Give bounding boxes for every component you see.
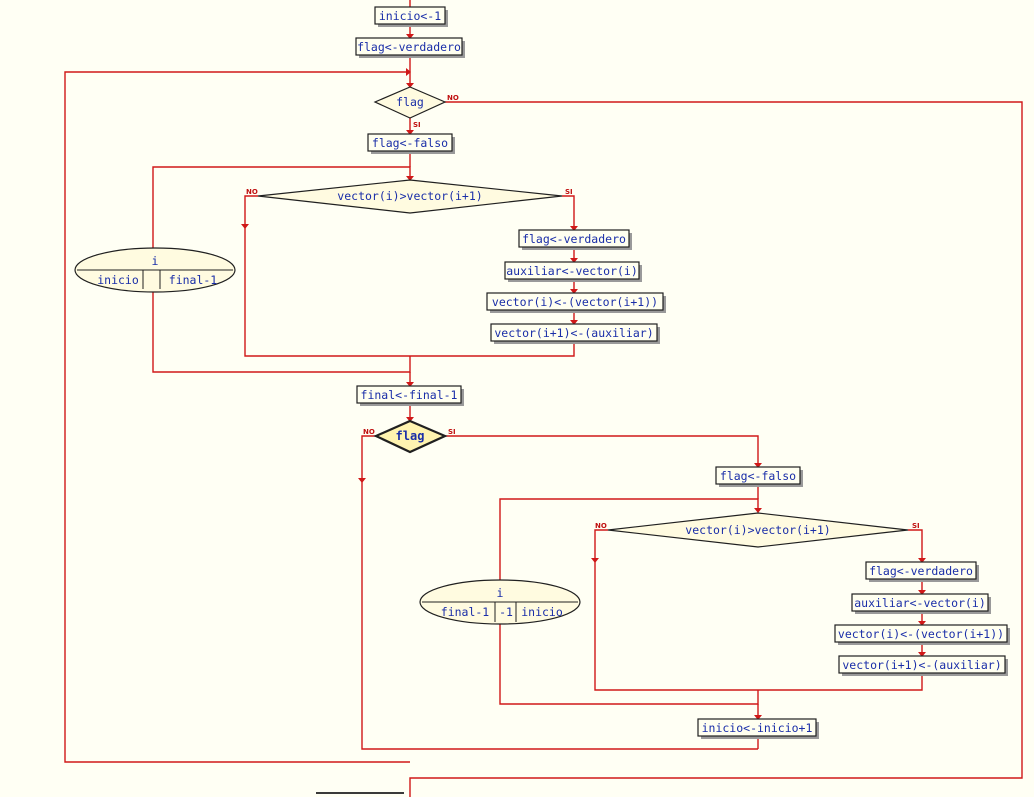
- node-inicio-assign[interactable]: inicio<-1: [374, 6, 448, 27]
- node-final-decrement[interactable]: final<-final-1: [356, 385, 464, 406]
- flow-si-chain2: [758, 579, 923, 691]
- label-si: SI: [565, 188, 573, 196]
- loop-to: inicio: [521, 605, 563, 619]
- arrow-21: [406, 68, 411, 76]
- flow-lines: [64, 0, 1023, 797]
- decision-text: vector(i)>vector(i+1): [685, 523, 830, 537]
- arrow-19: [754, 715, 762, 720]
- loop-from: final-1: [441, 605, 490, 619]
- node-vector-swap-2[interactable]: vector(i+1)<-(auxiliar): [490, 323, 660, 344]
- flow-flag2-si: [445, 435, 759, 467]
- arrowheads: [241, 34, 926, 720]
- node-text: inicio<-inicio+1: [702, 721, 813, 735]
- decision-flag-inner[interactable]: flag: [373, 419, 448, 454]
- arrow-14: [918, 558, 926, 563]
- arrow-16: [918, 621, 926, 626]
- node-flag-falso-2[interactable]: flag<-falso: [715, 466, 803, 487]
- decision-text: vector(i)>vector(i+1): [337, 189, 482, 203]
- label-si: SI: [413, 121, 421, 129]
- arrow-5: [570, 226, 578, 231]
- node-flag-verdadero-1[interactable]: flag<-verdadero: [355, 37, 465, 58]
- loop-var: i: [497, 586, 504, 600]
- label-no: NO: [246, 188, 258, 196]
- node-text: flag<-falso: [720, 469, 796, 483]
- loop-from: inicio: [97, 273, 139, 287]
- arrow-20: [358, 478, 366, 483]
- flow-loop2-bottom: [499, 624, 759, 705]
- loop-for-ascending[interactable]: i inicio final-1: [74, 247, 236, 293]
- node-vector-swap-1[interactable]: vector(i)<-(vector(i+1)): [486, 292, 666, 313]
- decision-flag-outer[interactable]: flag: [373, 86, 447, 119]
- decision-compare-2[interactable]: vector(i)>vector(i+1): [607, 512, 909, 548]
- flow-flag2-no: [361, 435, 758, 750]
- label-no: NO: [447, 94, 459, 102]
- flow-cmp2-si: [908, 529, 923, 562]
- node-text: flag<-verdadero: [357, 40, 461, 54]
- loop-step: -1: [499, 605, 513, 619]
- node-text: vector(i+1)<-(auxiliar): [842, 658, 1001, 672]
- node-flag-verdadero-3[interactable]: flag<-verdadero: [865, 561, 979, 582]
- node-vector-swap-3[interactable]: vector(i)<-(vector(i+1)): [834, 624, 1010, 645]
- node-vector-swap-4[interactable]: vector(i+1)<-(auxiliar): [838, 655, 1008, 676]
- flow-cmp2-no: [594, 529, 758, 691]
- node-text: final<-final-1: [361, 388, 458, 402]
- arrow-12: [754, 463, 762, 468]
- loop-to: final-1: [169, 273, 218, 287]
- flow-si-chain1: [410, 247, 575, 357]
- loop-for-descending[interactable]: i final-1 -1 inicio: [419, 579, 581, 625]
- node-text: vector(i)<-(vector(i+1)): [838, 627, 1004, 641]
- flow-outer-no-exit: [409, 101, 1023, 797]
- node-text: auxiliar<-vector(i): [506, 264, 638, 278]
- decision-text: flag: [396, 429, 425, 443]
- arrow-3: [406, 130, 414, 135]
- node-flag-verdadero-2[interactable]: flag<-verdadero: [518, 229, 632, 250]
- arrow-17: [918, 652, 926, 657]
- node-auxiliar-2[interactable]: auxiliar<-vector(i): [851, 593, 991, 614]
- flow-cmp1-no: [244, 195, 410, 357]
- flow-cmp1-si: [562, 195, 575, 230]
- decision-compare-1[interactable]: vector(i)>vector(i+1): [257, 179, 563, 214]
- label-si: SI: [448, 428, 456, 436]
- node-text: auxiliar<-vector(i): [854, 596, 986, 610]
- node-auxiliar-1[interactable]: auxiliar<-vector(i): [504, 261, 642, 282]
- label-si: SI: [912, 522, 920, 530]
- arrow-9: [241, 224, 249, 229]
- decision-text: flag: [396, 95, 424, 109]
- label-no: NO: [363, 428, 375, 436]
- arrow-8: [570, 320, 578, 325]
- node-text: inicio<-1: [379, 9, 441, 23]
- flow-outer-loop-return: [64, 71, 410, 763]
- arrow-4: [406, 176, 414, 181]
- node-text: flag<-verdadero: [869, 564, 973, 578]
- node-text: flag<-verdadero: [522, 232, 626, 246]
- flow-loop1-bottom: [152, 291, 411, 373]
- node-inicio-increment[interactable]: inicio<-inicio+1: [697, 718, 819, 739]
- node-text: flag<-falso: [372, 136, 448, 150]
- arrow-7: [570, 289, 578, 294]
- arrow-2: [406, 83, 414, 88]
- arrow-15: [918, 590, 926, 595]
- arrow-13: [754, 508, 762, 513]
- arrow-11: [406, 417, 414, 422]
- node-text: vector(i)<-(vector(i+1)): [492, 295, 658, 309]
- arrow-6: [570, 258, 578, 263]
- label-no: NO: [595, 522, 607, 530]
- flow-loop2-top: [499, 498, 759, 580]
- flow-loop1-top: [152, 166, 411, 249]
- loop-var: i: [152, 254, 159, 268]
- arrow-10: [406, 382, 414, 387]
- node-flag-falso-1[interactable]: flag<-falso: [367, 133, 455, 154]
- node-text: vector(i+1)<-(auxiliar): [494, 326, 653, 340]
- arrow-1: [406, 34, 414, 39]
- arrow-18: [591, 558, 599, 563]
